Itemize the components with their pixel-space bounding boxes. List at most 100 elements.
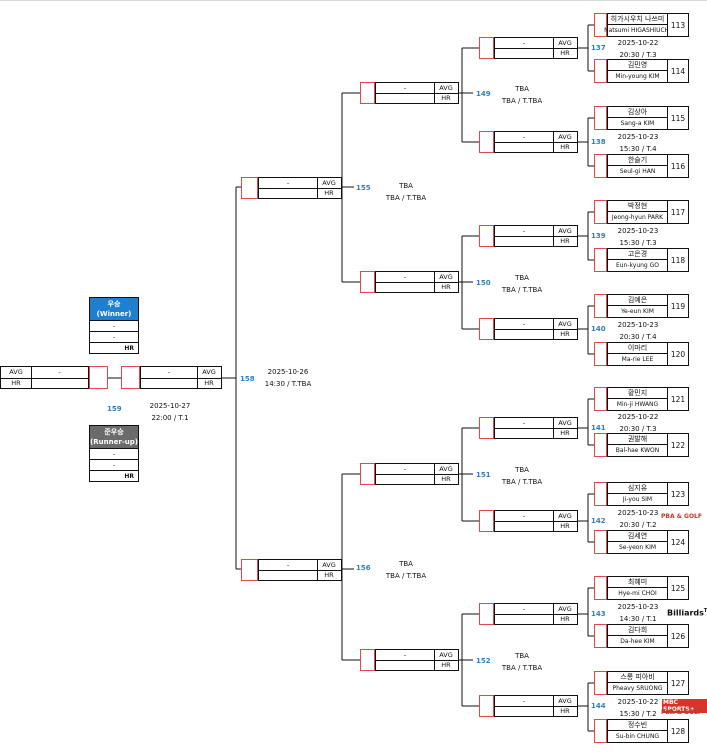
r32-info-6-line2: 20:30 / T.2 — [619, 521, 657, 529]
semi-number: 158 — [240, 375, 255, 383]
billiards-tv-logo: BilliardsTV — [667, 608, 707, 618]
r16-info-1-line1: TBA — [515, 85, 529, 93]
hr-label: HR — [560, 48, 570, 57]
table-divider — [495, 428, 577, 429]
score-dash: - — [403, 83, 407, 92]
score-dash: - — [522, 511, 526, 520]
player-name-en: Hye-mi CHOI — [618, 590, 657, 597]
qf-info-2-line1: TBA — [399, 560, 413, 568]
player-name-en: Da-hee KIM — [620, 638, 655, 645]
score-dash: - — [522, 38, 526, 47]
r16-number-1: 149 — [476, 90, 491, 98]
r16-info-1-line2: TBA / T.TBA — [501, 97, 543, 105]
r32-info-3-line2: 15:30 / T.3 — [619, 239, 657, 247]
r32-number-6: 142 — [591, 517, 606, 525]
avg-label: AVG — [439, 272, 453, 281]
r16-number-2: 150 — [476, 279, 491, 287]
final-time: 22:00 / T.1 — [151, 414, 189, 422]
qf-slot-2 — [241, 559, 258, 581]
table-divider — [376, 93, 458, 94]
player-name-kr: 스롱 피아비 — [608, 672, 667, 683]
score-dash: - — [522, 226, 526, 235]
player-slot-9 — [594, 387, 607, 411]
player-slot-5 — [594, 200, 607, 224]
table-divider — [553, 38, 554, 58]
player-slot-11 — [594, 482, 607, 506]
table-divider — [434, 272, 435, 292]
player-slot-12 — [594, 530, 607, 554]
hr-label: HR — [560, 614, 570, 623]
r32-info-8-line1: 2025-10-22 — [617, 698, 659, 706]
table-divider — [31, 367, 32, 388]
pba-golf-logo-2-text: PBA & GOLF — [661, 709, 702, 716]
r32-info-4-line1: 2025-10-23 — [617, 321, 659, 329]
qf-number-1: 155 — [356, 184, 371, 192]
r32-slot-1 — [479, 37, 494, 59]
player-name-kr: 김세연 — [608, 531, 667, 542]
score-dash: - — [167, 368, 171, 376]
winner-panel: 우승 (Winner) - - HR — [89, 297, 139, 354]
score-dash: - — [522, 696, 526, 705]
final-date: 2025-10-27 — [149, 402, 191, 410]
player-box: 최혜미 Hye-mi CHOI — [607, 576, 668, 600]
winner-subtitle: (Winner) — [96, 310, 132, 318]
r32-slot-2 — [479, 131, 494, 153]
r32-number-3: 139 — [591, 232, 606, 240]
avg-label: AVG — [439, 464, 453, 473]
player-slot-4 — [594, 154, 607, 178]
player-slot-15 — [594, 671, 607, 695]
table-divider — [553, 604, 554, 624]
r16-info-2-line2: TBA / T.TBA — [501, 286, 543, 294]
player-seed: 128 — [667, 719, 689, 743]
avg-label: AVG — [322, 560, 336, 569]
r32-number-2: 138 — [591, 138, 606, 146]
avg-label: AVG — [558, 511, 572, 520]
player-name-en: Sang-a KIM — [620, 120, 655, 127]
r32-info-1-line1: 2025-10-22 — [617, 39, 659, 47]
score-dash: - — [286, 560, 290, 569]
player-name-en: Ji-you SIM — [622, 496, 653, 503]
r32-number-8: 144 — [591, 702, 606, 710]
r32-number-5: 141 — [591, 424, 606, 432]
table-divider — [495, 521, 577, 522]
player-name-en: Ye-eun KIM — [621, 308, 654, 315]
r32-slot-7 — [479, 603, 494, 625]
r32-info-2-line2: 15:30 / T.4 — [619, 145, 657, 153]
hr-label: HR — [441, 93, 451, 102]
player-name-kr: 최혜미 — [608, 577, 667, 588]
player-seed: 125 — [667, 576, 689, 600]
hr-label: HR — [560, 329, 570, 338]
r16-info-3-line2: TBA / T.TBA — [501, 478, 543, 486]
table-divider — [434, 83, 435, 103]
score-dash: - — [403, 464, 407, 473]
r32-number-1: 137 — [591, 44, 606, 52]
hr-label: HR — [324, 188, 334, 197]
table-divider — [495, 706, 577, 707]
hr-label: HR — [204, 378, 214, 387]
runner-up-name: - — [90, 448, 138, 459]
player-seed: 120 — [667, 342, 689, 366]
pba-golf-logo-1-text: PBA & GOLF — [661, 513, 702, 520]
hr-label: HR — [11, 378, 21, 387]
player-name-kr: 권발해 — [608, 434, 667, 445]
final-match-number: 159 — [107, 405, 122, 413]
